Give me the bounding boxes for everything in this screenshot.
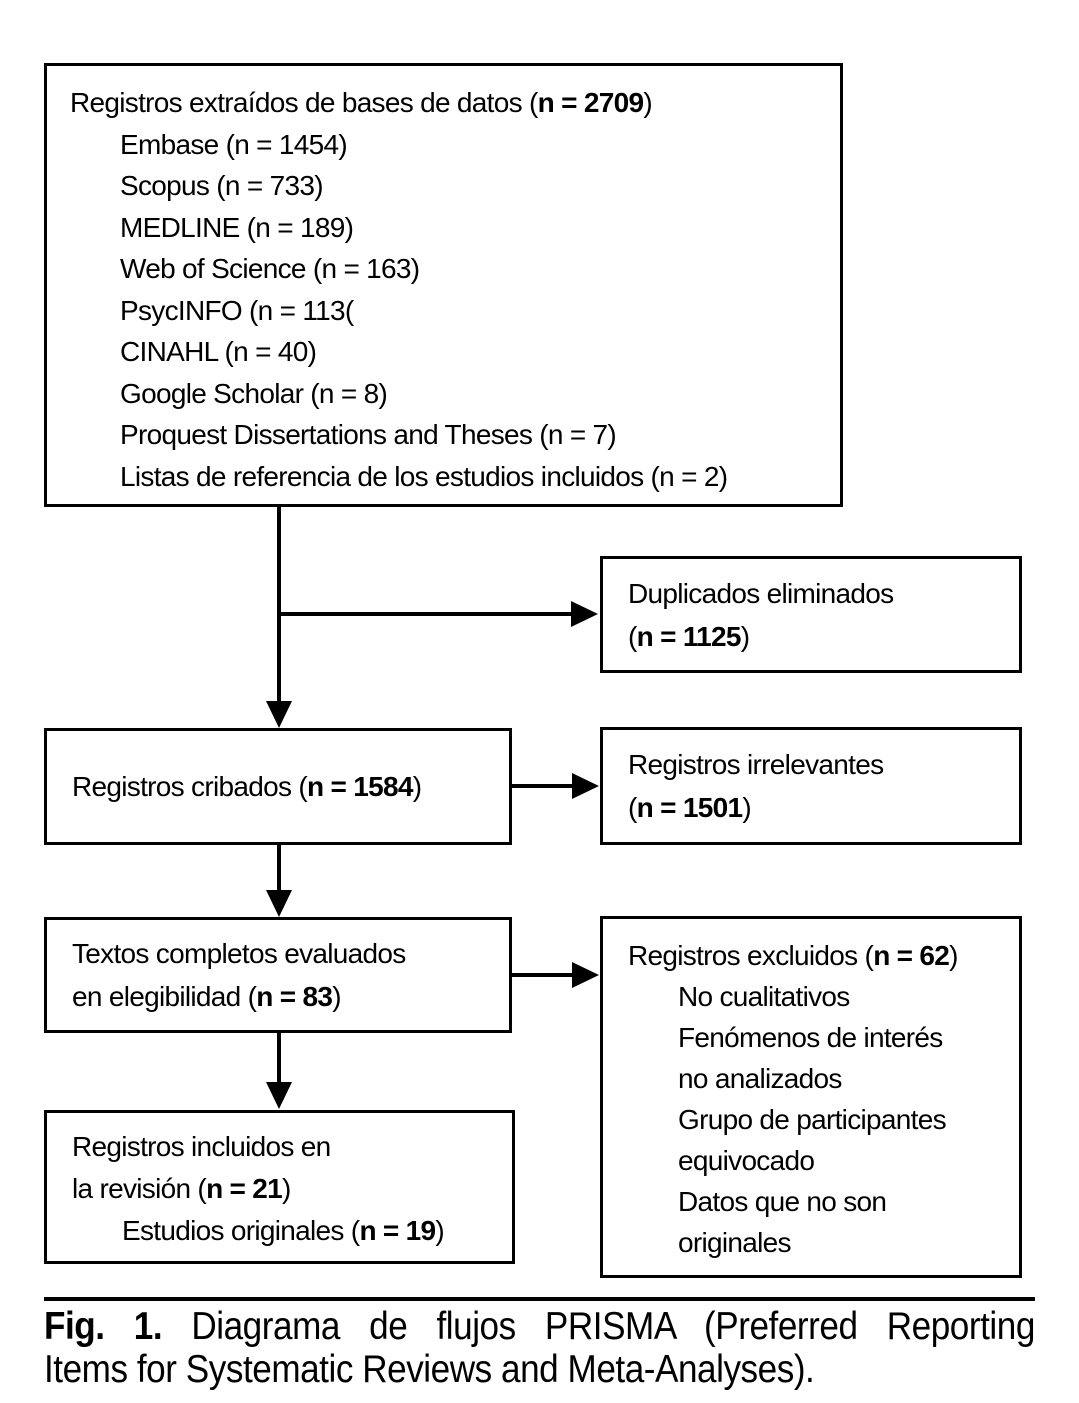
arrowhead-right-icon: [572, 962, 599, 988]
records-excluded-box: Registros excluidos (n = 62) No cualitat…: [600, 916, 1022, 1278]
irrelevant-records-line: Registros irrelevantes: [628, 749, 884, 780]
database-item: Google Scholar (n = 8): [120, 377, 388, 409]
database-item: Listas de referencia de los estudios inc…: [120, 460, 728, 492]
connector-line-to-irrelevant: [512, 784, 574, 788]
connector-line-top-to-screened: [277, 505, 281, 703]
database-item: PsycINFO (n = 113(: [120, 294, 354, 326]
figure-caption-line2: Items for Systematic Reviews and Meta-An…: [44, 1348, 815, 1391]
records-screened-box: Registros cribados (n = 1584): [44, 728, 512, 845]
records-included-line1: Registros incluidos en: [72, 1131, 331, 1162]
database-item: Web of Science (n = 163): [120, 253, 420, 284]
database-records-box: Registros extraídos de bases de datos (n…: [44, 63, 843, 507]
arrowhead-right-icon: [571, 601, 598, 627]
duplicates-removed-box: Duplicados eliminados (n = 1125): [600, 556, 1022, 673]
arrowhead-down-icon: [266, 701, 292, 728]
arrowhead-down-icon: [266, 890, 292, 917]
records-screened-line: Registros cribados (n = 1584): [72, 770, 422, 802]
fulltext-assessed-line2: en elegibilidad (n = 83): [72, 981, 342, 1012]
database-item: MEDLINE (n = 189): [120, 211, 354, 243]
connector-line-to-excluded: [512, 973, 574, 977]
fulltext-assessed-box: Textos completos evaluados en elegibilid…: [44, 917, 512, 1033]
records-included-line2: la revisión (n = 21): [72, 1173, 291, 1204]
figure-caption: Fig. 1. Diagrama de flujos PRISMA (Prefe…: [44, 1305, 1035, 1391]
exclusion-reason: Fenómenos de interés: [678, 1022, 943, 1053]
figure-caption-label: Fig. 1.: [44, 1305, 163, 1348]
arrowhead-down-icon: [266, 1082, 292, 1109]
fulltext-assessed-line1: Textos completos evaluados: [72, 938, 406, 969]
connector-line-fulltext-to-included: [277, 1033, 281, 1083]
exclusion-reason: no analizados: [678, 1063, 842, 1094]
duplicates-removed-count: (n = 1125): [628, 620, 750, 652]
exclusion-reason: originales: [678, 1227, 792, 1258]
caption-divider: [44, 1297, 1035, 1301]
database-item: Scopus (n = 733): [120, 170, 324, 201]
database-item: Embase (n = 1454): [120, 128, 348, 160]
arrowhead-right-icon: [572, 773, 599, 799]
database-records-title: Registros extraídos de bases de datos (n…: [70, 87, 653, 118]
exclusion-reason: No cualitativos: [678, 981, 850, 1012]
records-included-box: Registros incluidos en la revisión (n = …: [44, 1110, 515, 1264]
figure-caption-line1: Fig. 1. Diagrama de flujos PRISMA (Prefe…: [44, 1305, 1035, 1348]
exclusion-reason: Grupo de participantes: [678, 1104, 947, 1135]
connector-line-screened-to-fulltext: [277, 845, 281, 891]
records-excluded-title: Registros excluidos (n = 62): [628, 940, 958, 971]
original-studies-line: Estudios originales (n = 19): [122, 1215, 445, 1246]
duplicates-removed-line: Duplicados eliminados: [628, 577, 894, 609]
irrelevant-records-box: Registros irrelevantes (n = 1501): [600, 727, 1022, 845]
database-item: CINAHL (n = 40): [120, 336, 317, 367]
connector-line-to-duplicates: [277, 612, 573, 616]
database-item: Proquest Dissertations and Theses (n = 7…: [120, 419, 617, 450]
exclusion-reason: equivocado: [678, 1145, 815, 1176]
exclusion-reason: Datos que no son: [678, 1186, 887, 1217]
irrelevant-records-count: (n = 1501): [628, 792, 752, 823]
